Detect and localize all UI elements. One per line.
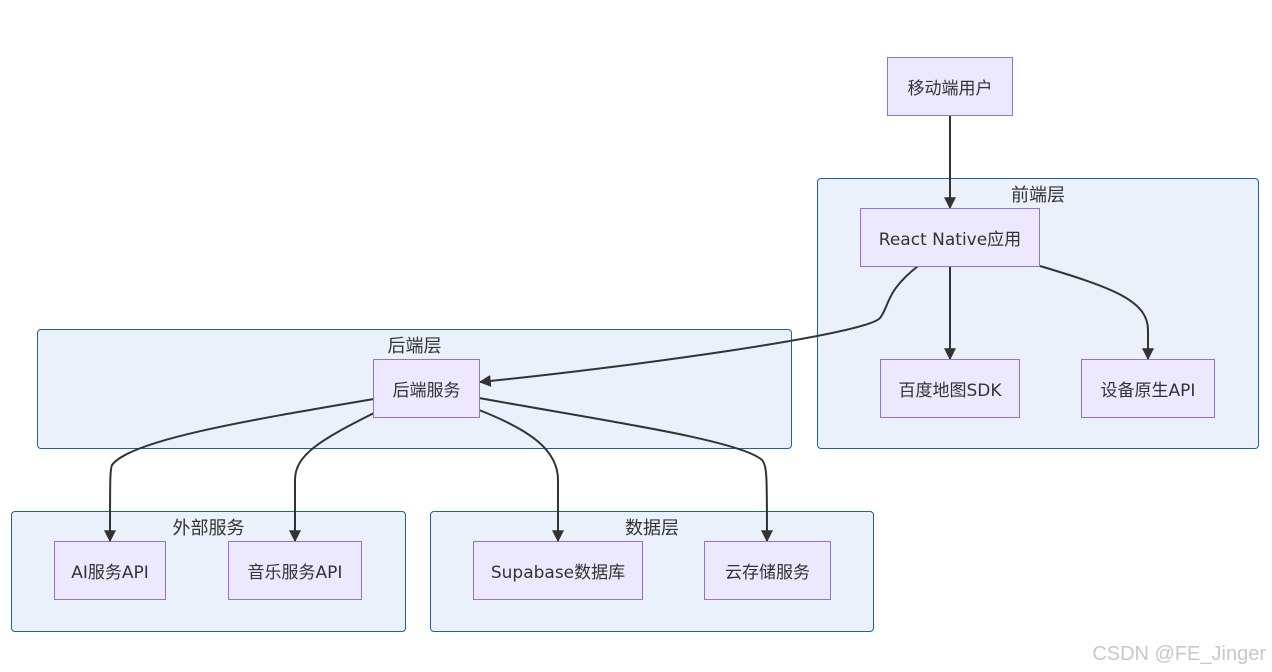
edge-backend-to-ai-api	[104, 398, 375, 543]
node-cloud-storage-service[interactable]: 云存储服务	[704, 541, 831, 600]
cluster-backend: 后端层	[37, 329, 792, 449]
node-ai-service-api[interactable]: AI服务API	[54, 541, 166, 600]
node-device-native-api[interactable]: 设备原生API	[1081, 359, 1215, 418]
node-music-service-api[interactable]: 音乐服务API	[228, 541, 362, 600]
edge-backend-to-supabase	[478, 409, 564, 543]
node-react-native-app[interactable]: React Native应用	[860, 208, 1040, 267]
edge-backend-to-music-api	[289, 412, 375, 543]
watermark: CSDN @FE_Jinger	[1092, 643, 1266, 665]
node-baidu-map-sdk[interactable]: 百度地图SDK	[880, 359, 1020, 418]
node-backend-service[interactable]: 后端服务	[373, 359, 480, 418]
cluster-frontend-title: 前端层	[1011, 185, 1065, 206]
cluster-backend-title: 后端层	[387, 336, 442, 357]
cluster-external-title: 外部服务	[172, 518, 245, 539]
node-supabase-database[interactable]: Supabase数据库	[473, 541, 643, 600]
edge-backend-to-cloud-storage	[478, 397, 773, 543]
cluster-data-title: 数据层	[625, 518, 679, 539]
edge-rn-app-to-device-api	[1039, 265, 1154, 361]
edge-rn-app-to-backend	[478, 265, 919, 387]
node-mobile-user[interactable]: 移动端用户	[887, 57, 1013, 116]
